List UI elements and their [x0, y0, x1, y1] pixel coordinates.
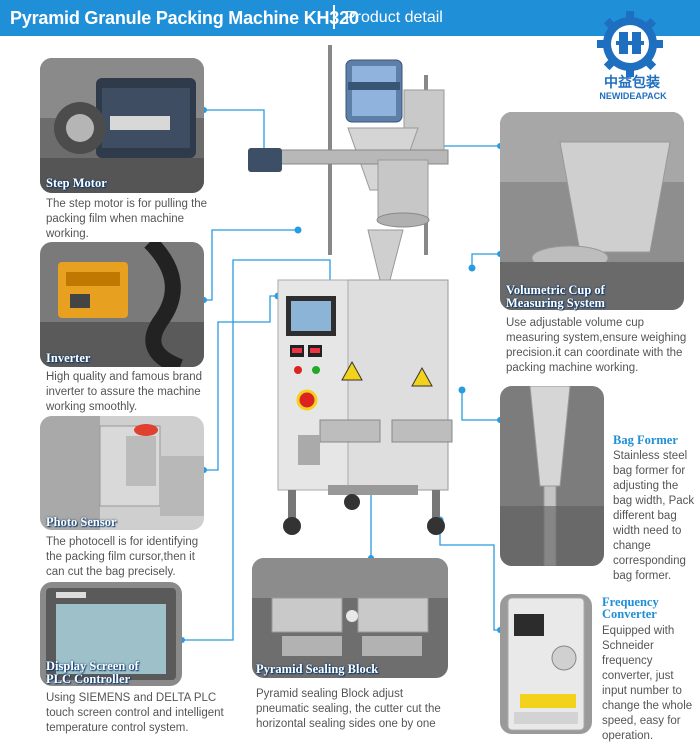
header-bar: Pyramid Granule Packing Machine KH320 Pr…	[0, 0, 700, 36]
frequency-converter-heading-line2: Converter	[602, 607, 657, 621]
step-motor-photo	[40, 58, 204, 193]
volumetric-cup-caption-line2: Measuring System	[506, 296, 605, 310]
step-motor-caption: Step Motor	[46, 176, 107, 190]
frequency-converter-heading-line1: Frequency	[602, 595, 659, 609]
packing-machine-image	[248, 45, 453, 535]
frequency-converter-photo	[500, 594, 592, 734]
photo-sensor-caption: Photo Sensor	[46, 515, 117, 529]
bag-former-heading: Bag Former	[613, 433, 678, 447]
volumetric-cup-description: Use adjustable volume cup measuring syst…	[506, 317, 687, 374]
volumetric-cup-photo	[500, 112, 684, 310]
frequency-converter-description: Equipped with Schneider frequency conver…	[602, 625, 693, 742]
logo-chinese-text: 中益包装	[604, 75, 660, 91]
sealing-block-caption: Pyramid Sealing Block	[256, 662, 379, 676]
display-screen-caption-line2: PLC Controller	[46, 672, 131, 686]
inverter-caption: Inverter	[46, 351, 91, 365]
photo-sensor-description: The photocell is for identifying the pac…	[46, 536, 199, 578]
display-screen-description: Using SIEMENS and DELTA PLC touch screen…	[46, 692, 224, 734]
bag-former-description: Stainless steel bag former for adjusting…	[613, 450, 695, 582]
display-screen-photo	[40, 582, 182, 686]
step-motor-description: The step motor is for pulling the packin…	[46, 198, 208, 240]
sealing-block-photo	[252, 558, 448, 678]
photo-sensor-photo	[40, 416, 204, 530]
logo-english-text: NEWIDEAPACK	[599, 91, 667, 101]
title-separator	[333, 5, 335, 29]
page-subtitle: Product detail	[345, 9, 443, 26]
sealing-block-description: Pyramid sealing Block adjust pneumatic s…	[256, 688, 441, 730]
page-title: Pyramid Granule Packing Machine KH320	[10, 8, 359, 28]
volumetric-cup-caption-line1: Volumetric Cup of	[506, 283, 605, 297]
newideapack-logo-icon	[597, 11, 663, 77]
inverter-description: High quality and famous brand inverter t…	[46, 371, 202, 413]
inverter-photo	[40, 242, 204, 367]
display-screen-caption-line1: Display Screen of	[46, 659, 139, 673]
bag-former-photo	[500, 386, 604, 566]
